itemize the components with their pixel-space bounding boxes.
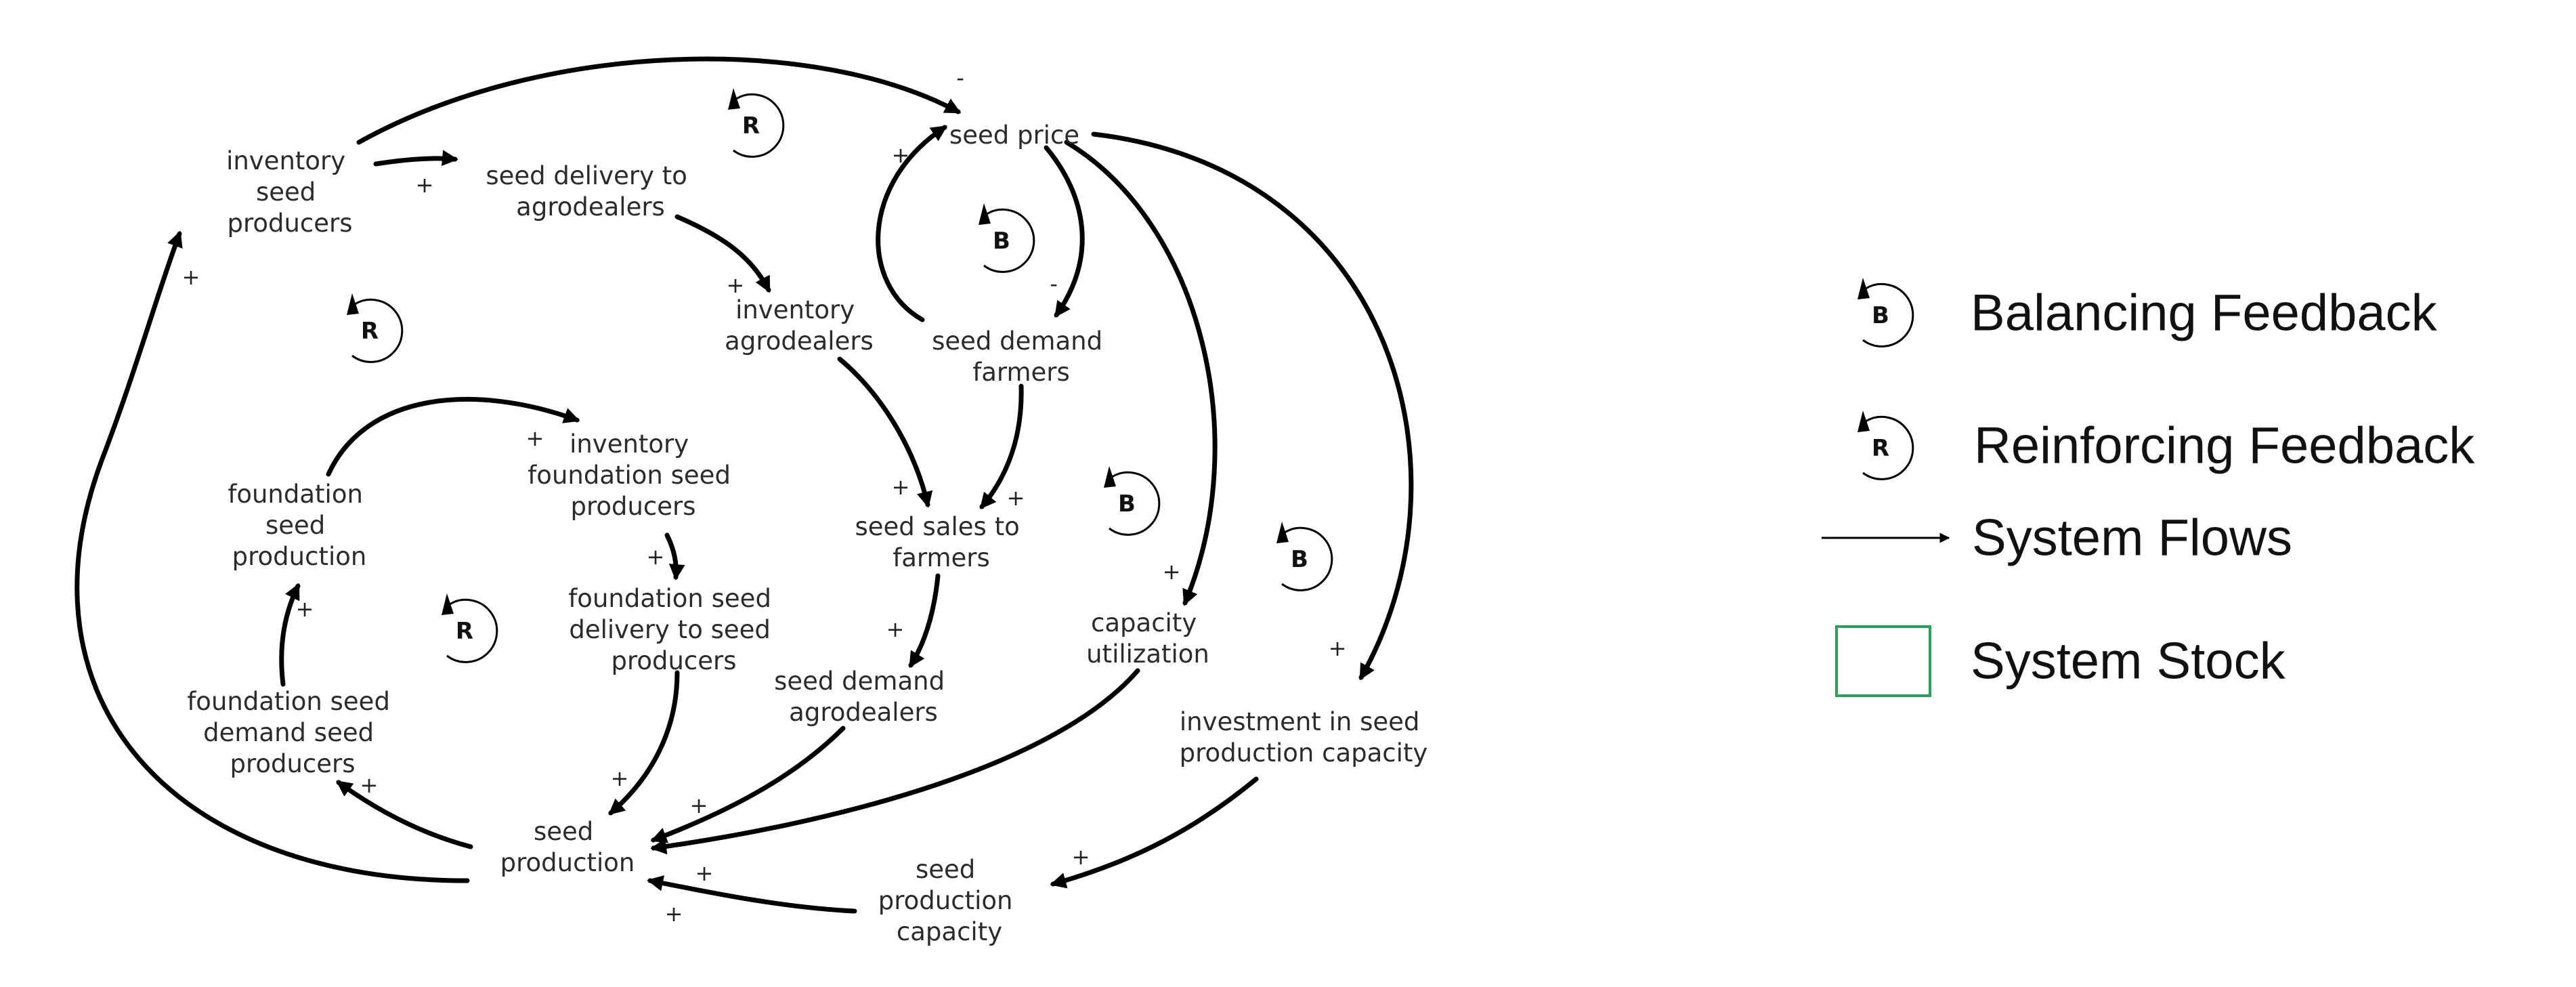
edges bbox=[74, 56, 1414, 914]
node-seed-sales-to-farmers: seed sales to farmers bbox=[855, 512, 1028, 572]
polarity-labels: - + + + - + + + + + + + + + + + + + + + bbox=[182, 65, 1347, 927]
polarity-sign: + bbox=[665, 901, 683, 927]
polarity-sign: - bbox=[956, 65, 964, 91]
polarity-sign: + bbox=[1007, 485, 1025, 511]
edge-price-to-capacity-utilization bbox=[1064, 140, 1218, 606]
legend-flows-label: System Flows bbox=[1972, 509, 2292, 567]
loop-icon-reinforcing: R bbox=[728, 88, 785, 158]
polarity-sign: + bbox=[892, 474, 910, 500]
edge-demand-farmers-to-sales bbox=[979, 383, 1024, 509]
loop-letter: R bbox=[456, 618, 473, 645]
polarity-sign: + bbox=[296, 596, 314, 622]
node-foundation-seed-delivery: foundation seed delivery to seed produce… bbox=[568, 584, 779, 675]
polarity-sign: + bbox=[611, 765, 629, 791]
loop-icon-reinforcing: R bbox=[347, 293, 404, 363]
polarity-sign: + bbox=[1163, 559, 1181, 585]
legend-stock-box bbox=[1835, 625, 1931, 697]
node-inventory-foundation-seed-producers: inventory foundation seed producers bbox=[528, 429, 738, 521]
polarity-sign: + bbox=[360, 772, 379, 798]
legend: B Balancing Feedback R Reinforcing Feedb… bbox=[1822, 278, 2475, 697]
edge-foundation-delivery-to-production bbox=[608, 670, 680, 816]
loop-icon-reinforcing: R bbox=[442, 593, 498, 663]
edge-inventory-agrodealers-to-sales bbox=[837, 356, 933, 508]
polarity-sign: - bbox=[1050, 271, 1058, 297]
edge-inventory-to-seed-price bbox=[356, 56, 962, 145]
edge-price-to-investment bbox=[1091, 131, 1414, 681]
loop-letter: B bbox=[1118, 490, 1136, 518]
node-inventory-agrodealers: inventory agrodealers bbox=[725, 295, 874, 356]
polarity-sign: + bbox=[416, 172, 434, 198]
loop-letter: R bbox=[742, 112, 760, 140]
edge-foundation-inventory-to-delivery bbox=[664, 532, 685, 581]
legend-stock-label: System Stock bbox=[1971, 633, 2286, 690]
node-seed-production: seed production bbox=[500, 817, 635, 877]
legend-reinforcing-icon: R bbox=[1858, 411, 1914, 480]
polarity-sign: + bbox=[182, 264, 200, 290]
loop-letter: B bbox=[1291, 546, 1308, 573]
edge-foundation-demand-to-production bbox=[279, 583, 301, 687]
legend-balancing-icon: B bbox=[1858, 278, 1914, 348]
loop-letter: B bbox=[993, 228, 1010, 255]
node-seed-delivery-to-agrodealers: seed delivery to agrodealers bbox=[486, 161, 695, 222]
node-foundation-seed-production: foundation seed production bbox=[228, 480, 370, 571]
polarity-sign: + bbox=[886, 616, 905, 642]
polarity-sign: + bbox=[892, 142, 910, 168]
edge-sales-to-demand-agrodealers bbox=[908, 573, 941, 669]
polarity-sign: + bbox=[526, 425, 544, 451]
edge-price-to-demand-farmers bbox=[1044, 145, 1085, 318]
polarity-sign: + bbox=[695, 860, 714, 886]
polarity-sign: + bbox=[1072, 844, 1090, 870]
loop-icon-balancing: B bbox=[1104, 466, 1161, 536]
legend-reinforcing-label: Reinforcing Feedback bbox=[1974, 417, 2475, 475]
loop-letter: R bbox=[361, 318, 379, 345]
loop-icon-balancing: B bbox=[1276, 522, 1333, 591]
node-seed-price: seed price bbox=[949, 121, 1079, 150]
legend-balancing-label: Balancing Feedback bbox=[1971, 285, 2438, 342]
edge-investment-to-capacity bbox=[1050, 776, 1259, 889]
node-seed-production-capacity: seed production capacity bbox=[878, 855, 1021, 946]
nodes: inventory seed producers seed delivery t… bbox=[187, 121, 1427, 946]
node-seed-demand-agrodealers: seed demand agrodealers bbox=[774, 667, 953, 727]
edge-demand-farmers-to-price bbox=[876, 125, 947, 322]
edge-production-to-foundation-demand bbox=[336, 780, 473, 849]
edge-utilization-to-production bbox=[650, 668, 1140, 855]
edge-foundation-production-to-inventory bbox=[326, 396, 580, 477]
edge-inventory-to-delivery bbox=[373, 150, 458, 167]
edge-delivery-to-inventory-agrodealers bbox=[674, 214, 771, 293]
polarity-sign: + bbox=[647, 544, 665, 570]
node-seed-demand-farmers: seed demand farmers bbox=[932, 327, 1111, 387]
node-inventory-seed-producers: inventory seed producers bbox=[226, 146, 353, 238]
legend-reinforcing-letter: R bbox=[1872, 435, 1889, 462]
polarity-sign: + bbox=[1329, 635, 1347, 661]
edge-demand-agrodealers-to-production bbox=[650, 726, 846, 843]
edge-production-to-inventory-seed-producers bbox=[74, 230, 470, 883]
node-investment-in-seed-production-capacity: investment in seed production capacity bbox=[1180, 707, 1428, 768]
legend-balancing-letter: B bbox=[1872, 302, 1889, 329]
polarity-sign: + bbox=[690, 793, 708, 818]
loop-icon-balancing: B bbox=[979, 203, 1035, 273]
node-capacity-utilization: capacity utilization bbox=[1086, 608, 1209, 669]
node-foundation-seed-demand-seed-producers: foundation seed demand seed producers bbox=[187, 687, 398, 778]
loop-markers: R R B R B B bbox=[347, 88, 1333, 663]
edge-capacity-to-production bbox=[647, 875, 857, 914]
polarity-sign: + bbox=[727, 272, 745, 298]
